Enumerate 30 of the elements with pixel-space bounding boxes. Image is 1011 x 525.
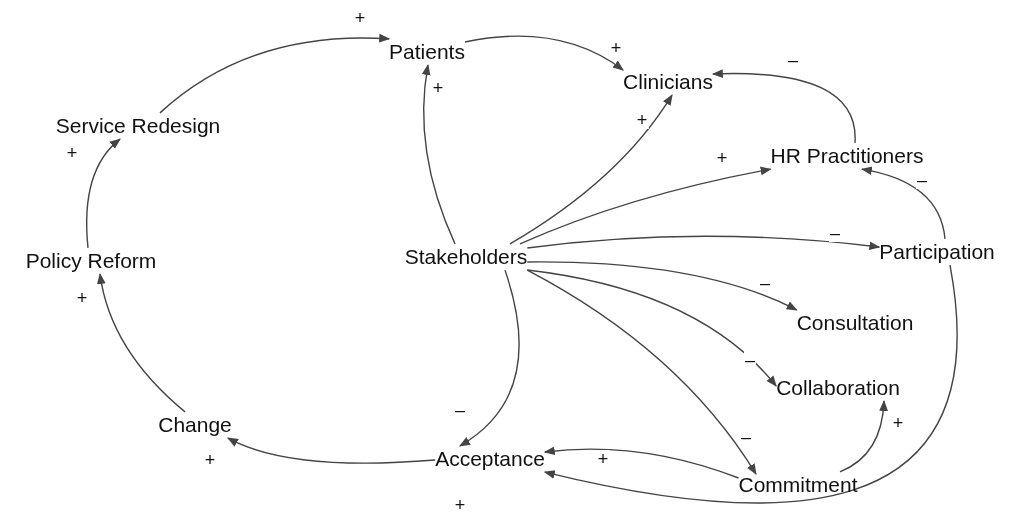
causal-arrow	[543, 446, 740, 479]
causal-arrow	[526, 269, 777, 387]
variable-label: Policy Reform	[25, 247, 157, 275]
causal-arrow	[159, 34, 391, 114]
causal-arrow	[464, 35, 624, 71]
variable-label: HR Practitioners	[770, 142, 924, 170]
causal-arrow	[526, 269, 757, 475]
causal-arrow	[526, 235, 881, 251]
variable-label: Acceptance	[435, 445, 545, 473]
variable-label: Collaboration	[776, 374, 900, 402]
causal-arrow	[509, 94, 673, 245]
causal-arrow	[711, 69, 856, 144]
causal-arrow	[227, 437, 436, 464]
variable-label: Clinicians	[623, 68, 713, 96]
variable-label: Service Redesign	[55, 112, 221, 140]
causal-arrow	[459, 269, 520, 447]
causal-arrow	[543, 264, 958, 504]
causal-arrow	[839, 400, 888, 473]
causal-arrow	[85, 138, 121, 249]
variable-label: Consultation	[796, 309, 914, 337]
causal-arrow	[860, 166, 946, 240]
causal-arrow	[97, 273, 186, 413]
causal-arrow	[519, 166, 772, 245]
causal-arrow	[526, 261, 798, 311]
causal-arrow	[422, 64, 456, 245]
variable-label: Participation	[879, 238, 995, 266]
variable-label: Change	[158, 411, 232, 439]
variable-label: Patients	[389, 38, 465, 66]
variable-label: Commitment	[738, 471, 858, 499]
variable-label: Stakeholders	[404, 243, 528, 271]
